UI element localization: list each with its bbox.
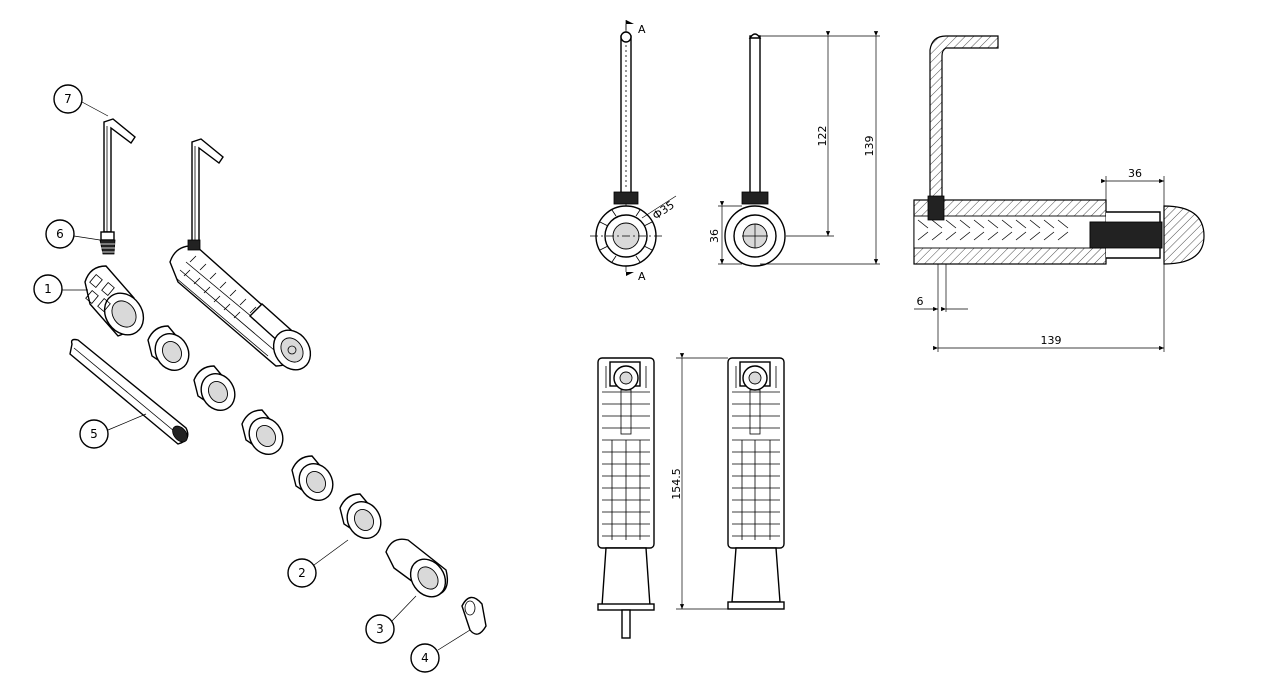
assembled-handle <box>169 138 312 371</box>
ring-nut <box>291 455 334 501</box>
balloon-1: 1 <box>33 274 88 304</box>
svg-text:3: 3 <box>376 622 384 636</box>
dim-122: 122 <box>816 126 829 147</box>
dim-36-top: 36 <box>1128 167 1142 180</box>
svg-text:4: 4 <box>421 651 429 665</box>
svg-text:6: 6 <box>56 227 64 241</box>
ring-nut <box>339 493 382 539</box>
part-7-l-handle <box>103 118 136 233</box>
part-1-grip-housing <box>84 265 145 337</box>
part-4-end-cap <box>461 596 487 635</box>
bottom-view-right: 154.5 <box>670 353 785 610</box>
dim-139-horizontal: 139 <box>1041 334 1062 347</box>
part-3-sleeve <box>385 538 449 598</box>
balloon-2: 2 <box>287 539 349 588</box>
dim-36-side: 36 <box>708 229 721 243</box>
diameter-label: Ф35 <box>650 198 677 222</box>
ring-nut <box>241 409 284 455</box>
dim-139-vertical: 139 <box>863 136 876 157</box>
balloon-4: 4 <box>410 629 471 673</box>
dim-154-5: 154.5 <box>670 468 683 500</box>
svg-text:7: 7 <box>64 92 72 106</box>
bottom-view-left <box>597 357 655 639</box>
balloon-7: 7 <box>53 84 109 117</box>
section-marker-bottom: A <box>638 270 646 283</box>
section-view: 36 6 139 <box>913 35 1205 352</box>
svg-text:5: 5 <box>90 427 98 441</box>
balloon-3: 3 <box>365 595 417 644</box>
balloon-6: 6 <box>45 219 101 249</box>
balloon-5: 5 <box>79 413 147 449</box>
side-view: 36 122 139 <box>708 31 880 267</box>
part-6-threaded-stem <box>99 231 116 255</box>
ring-nut <box>147 325 190 371</box>
part-5-rod <box>69 338 189 445</box>
svg-text:2: 2 <box>298 566 306 580</box>
front-view-section-a: A A Ф35 <box>590 20 677 283</box>
svg-text:1: 1 <box>44 282 52 296</box>
exploded-view: 7 6 1 5 2 3 4 <box>33 84 487 673</box>
section-marker-top: A <box>638 23 646 36</box>
ring-nut <box>193 365 236 411</box>
ring-nuts <box>147 325 382 539</box>
dim-6: 6 <box>917 295 924 308</box>
